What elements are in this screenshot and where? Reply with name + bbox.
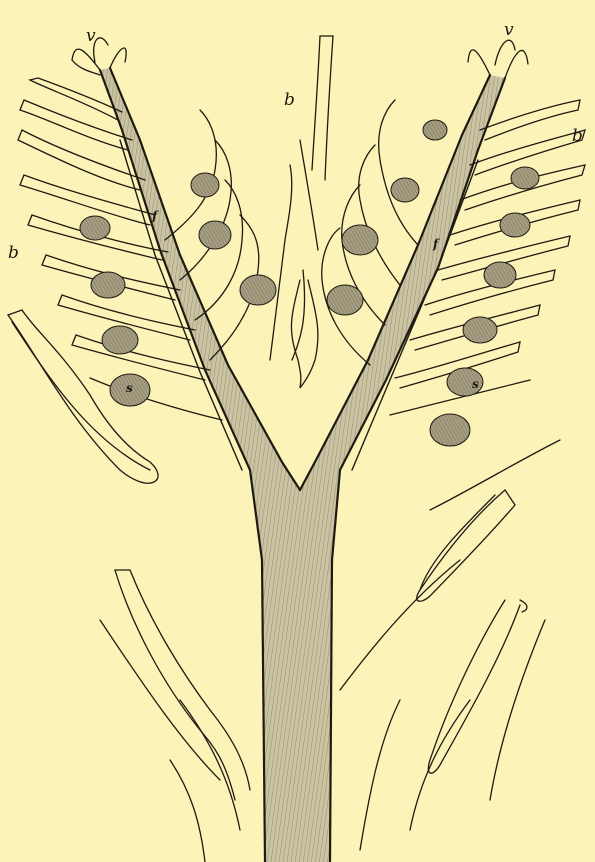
main-axis: [100, 68, 505, 862]
label-v-right: v: [504, 22, 514, 39]
label-b-right: b: [572, 128, 583, 145]
label-b-center: b: [284, 92, 295, 109]
label-f-left: f: [152, 210, 157, 222]
fork-left-inner: [110, 68, 300, 490]
label-f-right: f: [433, 238, 438, 250]
label-s-left: s: [126, 382, 133, 394]
label-b-left: b: [8, 245, 19, 262]
label-s-right: s: [472, 378, 479, 390]
label-v-left: v: [86, 28, 96, 45]
